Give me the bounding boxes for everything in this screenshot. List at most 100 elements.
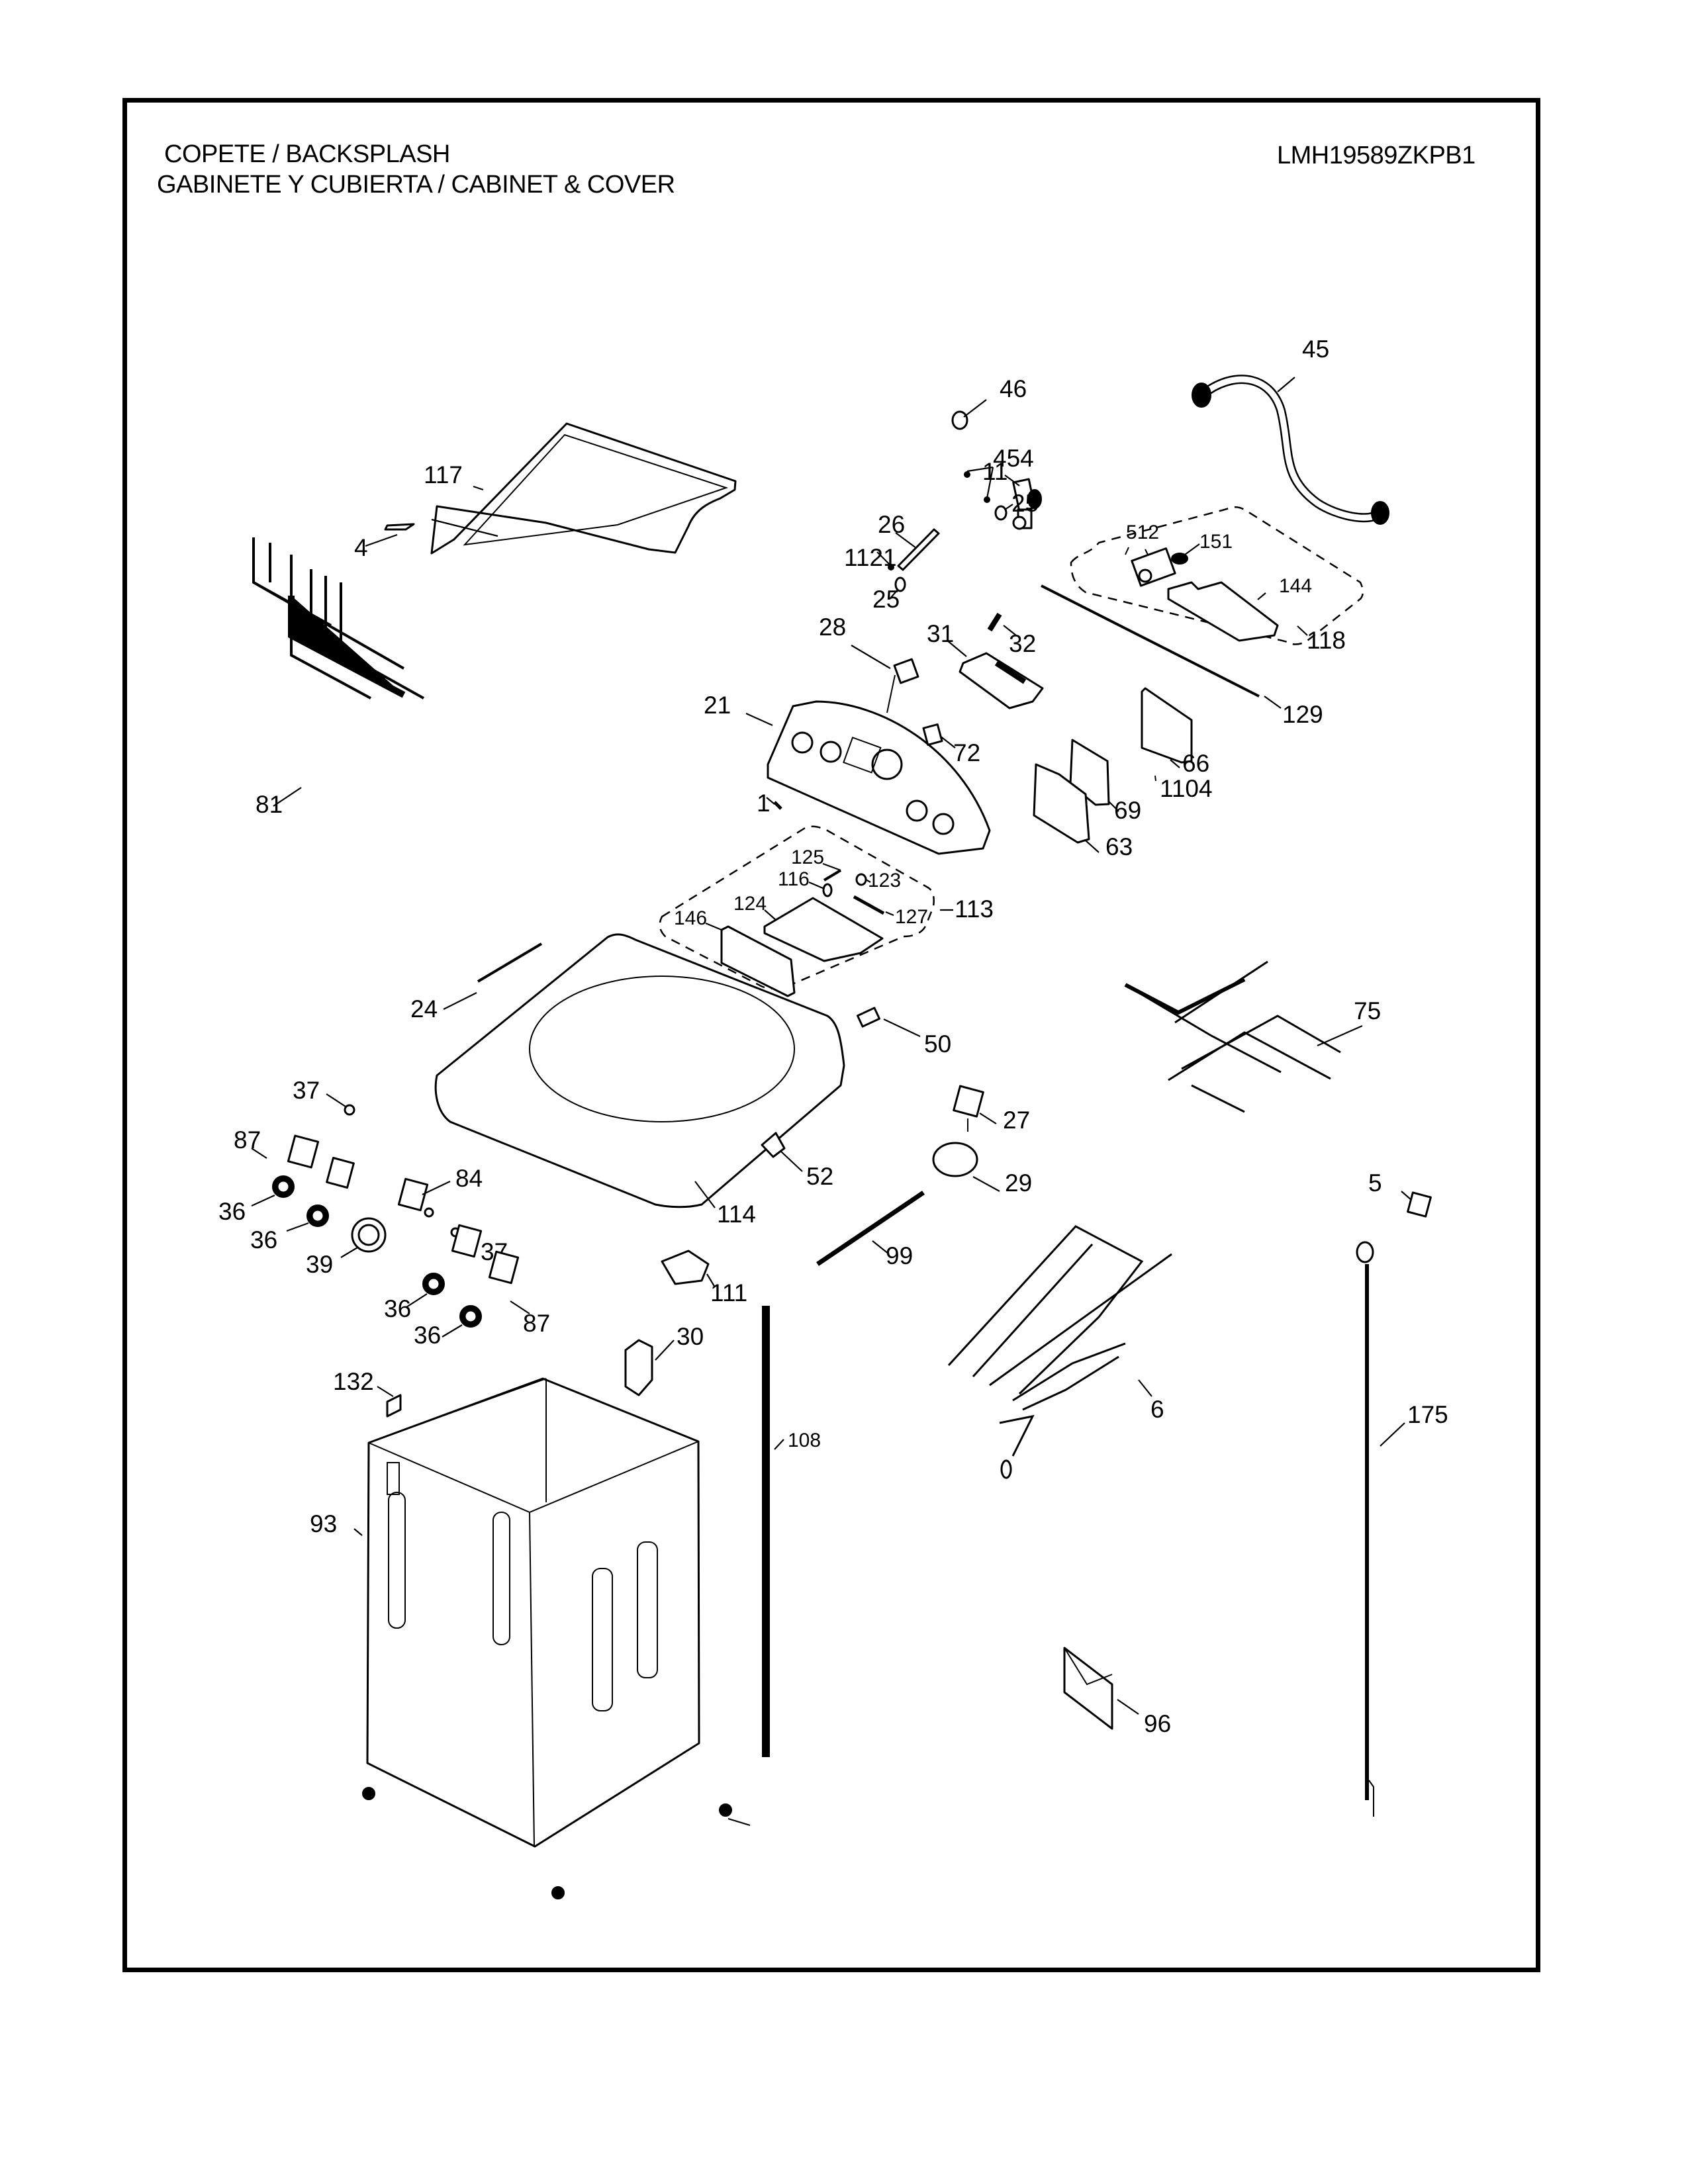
callout-87b: 87 [523,1310,550,1337]
part-63-pcb-case[interactable]: 63 [1033,763,1133,860]
part-50-lid-switch[interactable]: 50 [857,1007,952,1058]
callout-39: 39 [306,1251,333,1278]
title-backsplash: COPETE / BACKSPLASH [164,140,450,168]
part-454-screws[interactable]: 454 [964,445,1034,503]
part-36-knob-4[interactable]: 36 [414,1305,482,1349]
part-36-knob-3[interactable]: 36 [384,1273,445,1322]
part-25-clamp-lower[interactable]: 25 [872,576,906,613]
part-512-screw[interactable]: 512 [1125,522,1159,557]
part-175-label[interactable]: 132 [333,1368,402,1418]
callout-113: 113 [955,895,994,923]
callout-46: 46 [1000,375,1027,402]
callout-69: 69 [1114,797,1141,824]
callout-93: 93 [310,1510,337,1537]
part-117-top-cover-lid[interactable]: 117 [424,422,737,555]
part-1-emblem[interactable]: 1 [757,790,782,817]
callout-87a: 87 [234,1126,261,1154]
callout-144: 144 [1279,575,1312,597]
callout-175: 132 [333,1368,374,1395]
part-87-knob-switch-right[interactable]: 87 [451,1224,550,1337]
callout-4: 4 [354,534,368,561]
callout-36b: 36 [250,1226,277,1253]
part-37-clip-upper[interactable]: 37 [293,1077,355,1116]
callout-99: 111 [710,1279,747,1306]
callout-114: 114 [717,1201,756,1228]
callout-24: 24 [410,995,438,1023]
part-21-control-panel[interactable]: 21 [704,692,991,855]
part-11-water-valve[interactable]: 11 [982,458,1042,530]
callout-37a: 37 [293,1077,320,1104]
callout-25b: 25 [872,586,900,613]
part-132-manual[interactable]: 96 [1063,1647,1171,1737]
part-123-cap-siphon[interactable]: 123 [855,870,901,891]
part-75-main-wire-harness[interactable]: 75 [1124,960,1381,1113]
callout-129: 129 [1282,701,1323,728]
callout-45: 45 [1302,336,1329,363]
part-32-light-pipe[interactable]: 32 [987,612,1036,657]
part-81-wire-harness[interactable]: 81 [252,537,424,818]
part-26-inlet-tube[interactable]: 26 [878,511,940,571]
callout-1: 1 [757,790,771,817]
diagram-frame [122,98,1540,1972]
part-99-lid-lock[interactable]: 111 [661,1250,747,1306]
part-25-clamp-upper[interactable]: 25 [994,490,1039,521]
part-144-bracket[interactable]: 144 [1167,575,1312,642]
part-87-knob-switch-left[interactable]: 87 [234,1126,355,1189]
part-6-power-cord[interactable]: 175 [1356,1241,1448,1817]
part-24-ground-wire[interactable]: 24 [410,942,543,1023]
callout-78: 99 [886,1242,913,1269]
callout-63: 63 [1105,833,1133,860]
part-96-leveling-feet[interactable] [362,1787,751,1899]
callout-32: 32 [1009,630,1036,657]
callout-123: 123 [868,870,901,891]
callout-454: 454 [993,445,1034,472]
part-124-dispenser-drawer[interactable]: 124 [733,893,884,962]
part-29-sensor-holder[interactable]: 29 [932,1142,1032,1197]
part-125-siphon[interactable]: 125 [791,846,842,882]
callout-111: 108 [788,1430,821,1451]
part-66-pcb-bracket[interactable]: 66 [1141,687,1209,777]
part-46-hose-clamp[interactable]: 46 [951,375,1027,430]
part-127-guide[interactable]: 127 [853,895,928,928]
callout-124: 124 [733,893,767,915]
part-69-main-pcb[interactable]: 69 [1069,739,1141,824]
callout-29: 29 [1005,1169,1032,1197]
part-30-wire-harness-lower[interactable]: 6 [947,1225,1172,1479]
part-108-damper-cap[interactable]: 30 [624,1323,704,1396]
callout-52: 52 [806,1163,833,1190]
part-1121-screw[interactable]: 1121 [844,544,897,571]
callout-21: 21 [704,692,731,719]
part-45-inlet-hose[interactable]: 45 [1192,336,1389,525]
callout-116: 116 [778,868,810,890]
part-27-pressure-sensor[interactable]: 27 [953,1085,1030,1134]
part-36-knob-2[interactable]: 36 [250,1205,329,1253]
part-111-suspension-rod[interactable]: 108 [762,1306,821,1757]
callout-108: 30 [677,1323,704,1350]
part-78-sensor-hose[interactable]: 99 [816,1191,925,1269]
model-number: LMH19589ZKPB1 [1277,142,1476,169]
part-93-cabinet[interactable]: 93 [310,1377,700,1848]
part-52-hinge-bracket[interactable]: 52 [761,1132,833,1190]
part-4-lid-badge[interactable]: 4 [354,523,415,561]
callout-118: 118 [1307,627,1346,654]
part-36-knob-1[interactable]: 36 [218,1175,295,1225]
part-39-main-knob[interactable]: 39 [306,1217,387,1278]
part-113-dispenser-assembly[interactable]: 113 [659,825,994,989]
part-118-valve-bracket-assembly[interactable]: 118 [1070,506,1364,654]
callout-36d: 36 [414,1322,441,1349]
part-151-valve[interactable]: 151 [1131,531,1233,587]
part-129-rod[interactable]: 129 [1041,584,1323,728]
callout-132: 96 [1144,1710,1171,1737]
part-1104-screw[interactable]: 1104 [1154,775,1213,802]
title-cabinet-cover: GABINETE Y CUBIERTA / CABINET & COVER [157,171,675,199]
part-5-power-connector[interactable]: 5 [1368,1169,1432,1218]
part-146-drawer-front[interactable]: 146 [674,907,796,997]
part-28-sensor-switch[interactable]: 28 [819,614,919,713]
part-114-top-plate[interactable]: 114 [434,933,845,1228]
callout-512: 512 [1126,522,1159,543]
part-116-cap[interactable]: 116 [778,868,833,897]
part-72-connector[interactable]: 72 [922,723,980,766]
part-31-display-cover[interactable]: 31 [927,620,1044,709]
callout-31: 31 [927,620,954,647]
part-84-rotary-switch[interactable]: 84 [397,1165,483,1212]
